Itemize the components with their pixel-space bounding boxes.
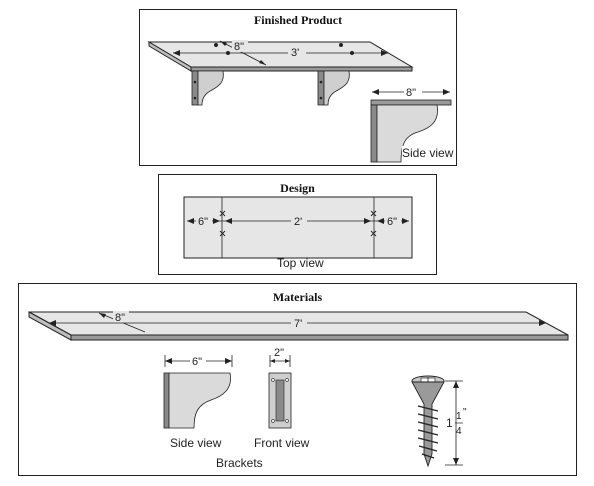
materials-panel: Materials 8" 7' 6"	[18, 283, 577, 476]
finished-product-panel: Finished Product 8" 3'	[139, 9, 457, 166]
bracket-side-caption: Side view	[170, 436, 222, 450]
arrowhead	[220, 41, 227, 46]
arrowhead	[259, 60, 266, 65]
finished-product-title: Finished Product	[253, 13, 343, 27]
bracket-front-dim-label: 2"	[274, 347, 284, 359]
left-bracket	[191, 70, 224, 106]
right-offset-label: 6"	[387, 216, 397, 228]
board-length-label: 7'	[294, 318, 302, 330]
right-bracket	[317, 70, 350, 106]
arrowhead	[381, 50, 388, 56]
shelf-board-side	[148, 41, 192, 72]
middle-span-label: 2'	[294, 216, 302, 228]
design-title: Design	[280, 181, 315, 195]
screw-hole	[339, 43, 343, 47]
bracket-front-caption: Front view	[254, 436, 310, 450]
board-side	[28, 311, 72, 341]
finished-side-caption: Side view	[402, 146, 454, 160]
design-drawing: 6" 2' 6"	[183, 196, 413, 259]
screw-length-whole: 1	[446, 416, 453, 430]
screw-length-unit: "	[463, 407, 467, 418]
board-depth-label: 8"	[115, 312, 125, 324]
brackets-caption: Brackets	[216, 456, 263, 470]
length-label: 3'	[291, 47, 299, 59]
side-depth-label: 8"	[406, 87, 416, 99]
materials-drawing: 8" 7' 6" 2"	[28, 311, 569, 468]
shelf-board-top	[147, 41, 414, 68]
design-panel: Design 6" 2' 6" Top view	[158, 174, 437, 275]
arrowhead	[173, 50, 180, 56]
top-view-caption: Top view	[277, 256, 324, 270]
board-front	[70, 334, 569, 341]
screw-marks	[219, 210, 377, 237]
shelf-board-front	[190, 66, 413, 72]
screw-length-denominator: 4	[456, 426, 462, 437]
screw-drawing: 1 1 4 "	[411, 375, 467, 468]
depth-label: 8"	[234, 41, 244, 53]
side-view-drawing: 8"	[370, 86, 452, 163]
bracket-side-view: 6"	[163, 355, 233, 429]
materials-title: Materials	[272, 290, 323, 304]
finished-product-drawing: 8" 3' 8"	[147, 40, 452, 163]
bracket-front-view: 2"	[268, 347, 292, 429]
screw-hole	[214, 43, 218, 47]
left-offset-label: 6"	[198, 216, 208, 228]
screw-length-numerator: 1	[456, 411, 462, 422]
bracket-side-dim-label: 6"	[192, 356, 202, 368]
